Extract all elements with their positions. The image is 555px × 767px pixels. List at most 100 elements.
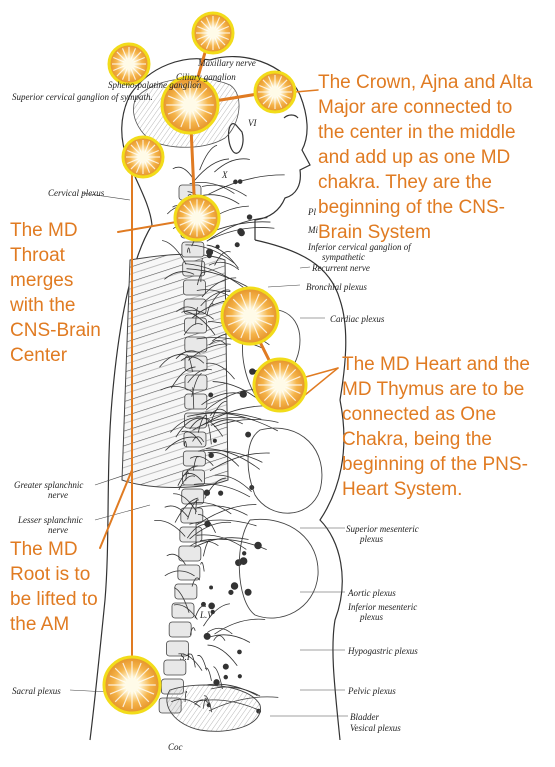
nerve-branch [207,635,250,643]
heart-annotation-line: Chakra, being the [342,427,530,452]
label-s1: S.I [180,652,190,662]
nerve-branch [197,655,206,670]
ganglion-node [207,254,211,258]
nerve-branch [214,636,225,641]
ganglion-node [231,583,238,590]
label-inferior-mesenteric: Inferior mesenteric [348,602,417,612]
heart-annotation: The MD Heart and theMD Thymus are to bec… [342,352,530,502]
crown-annotation-line: the center in the middle [318,120,532,145]
ganglion-node [235,243,239,247]
leader-line [95,505,150,520]
vertebra [164,660,186,675]
leader-line [268,285,300,287]
stomach [248,428,322,513]
label-vesical-plexus: Vesical plexus [350,723,401,733]
nerve-branch [215,619,266,634]
ganglion-node [229,590,233,594]
heart-annotation-line: connected as One [342,402,530,427]
ganglion-node [240,391,246,397]
chakra-cervical-radiant-sun-icon [123,137,163,177]
vertebra [185,394,207,409]
leader-line [70,690,108,692]
heart-annotation-line: MD Thymus are to be [342,377,530,402]
nerve-branch [200,145,217,170]
throat-annotation-line: CNS-Brain [10,318,101,343]
ganglion-node [246,432,251,437]
label-vi: VI [248,118,257,128]
crown-annotation-line: beginning of the CNS- [318,195,532,220]
label-coc: Coc [168,742,183,752]
label-sympathetic: sympathetic [322,252,365,262]
chakra-alta-major-radiant-sun-icon [109,44,149,84]
ganglion-node [209,393,213,397]
label-superior-mesenteric: Superior mesenteric [346,524,419,534]
label-greater-splanchnic: Greater splanchnic [14,480,83,490]
nerve-branch [209,175,285,194]
label-sacral-plexus: Sacral plexus [12,686,61,696]
ganglion-node [238,180,242,184]
vertebra [183,280,205,295]
nerve-branch [201,562,205,571]
label-superior-cervical: Superior cervical ganglion of sympath. [12,92,153,102]
ganglion-node [216,245,219,248]
ganglion-node [214,680,220,686]
ganglion-node [247,215,252,220]
abdomen [320,400,344,740]
ganglion-node [218,491,222,495]
label-greater-splanchnic-2: nerve [48,490,68,500]
chakra-crown-radiant-sun-icon [193,13,233,53]
label-bladder: Bladder [350,712,379,722]
ganglion-node [210,586,213,589]
label-lesser-splanchnic: Lesser splanchnic [18,515,83,525]
chakra-ajna-radiant-sun-icon [255,72,295,112]
vertebra [169,622,191,637]
ganglion-node [235,560,241,566]
line-crown-pointer [295,90,318,92]
ganglion-node [209,603,215,609]
crown-annotation-line: chakra. They are the [318,170,532,195]
root-annotation-line: be lifted to [10,587,98,612]
throat-annotation-line: merges [10,268,101,293]
nerve-branch [197,506,247,516]
eye [284,115,298,118]
ganglion-node [239,230,245,236]
throat-annotation-line: Throat [10,243,101,268]
label-pl: Pl [308,207,316,217]
label-lesser-splanchnic-2: nerve [48,525,68,535]
vertebra [181,508,203,523]
label-maxillary-nerve: Maxillary nerve [198,58,256,68]
root-annotation: The MDRoot is tobe lifted tothe AM [10,537,98,637]
label-hypogastric-plexus: Hypogastric plexus [348,646,418,656]
nerve-branch [173,167,193,177]
root-annotation-line: the AM [10,612,98,637]
vertebra [175,584,197,599]
leader-line [300,267,310,268]
label-aortic-plexus: Aortic plexus [348,588,396,598]
ganglion-node [255,542,262,549]
vertebra [179,546,201,561]
root-annotation-line: Root is to [10,562,98,587]
label-recurrent-nerve: Recurrent nerve [312,263,370,273]
heart-annotation-line: The MD Heart and the [342,352,530,377]
throat-annotation-line: with the [10,293,101,318]
bladder-outline [167,685,261,731]
intestines [239,519,318,618]
ganglion-node [204,490,210,496]
ganglion-node [242,552,246,556]
label-spheno-ganglion: Spheno-palatine ganglion [108,80,201,90]
chakra-root-radiant-sun-icon [104,657,160,713]
ganglion-node [223,664,228,669]
ganglion-node [224,675,228,679]
ganglion-node [205,521,211,527]
ganglion-node [234,180,238,184]
label-cardiac-plexus: Cardiac plexus [330,314,384,324]
crown-annotation-line: Brain System [318,220,532,245]
ganglion-node [238,650,242,654]
crown-annotation: The Crown, Ajna and AltaMajor are connec… [318,70,532,245]
throat-annotation: The MDThroatmergeswith theCNS-BrainCente… [10,218,101,368]
label-pelvic-plexus: Pelvic plexus [348,686,396,696]
throat-annotation-line: The MD [10,218,101,243]
ganglion-node [209,453,214,458]
crown-annotation-line: Major are connected to [318,95,532,120]
